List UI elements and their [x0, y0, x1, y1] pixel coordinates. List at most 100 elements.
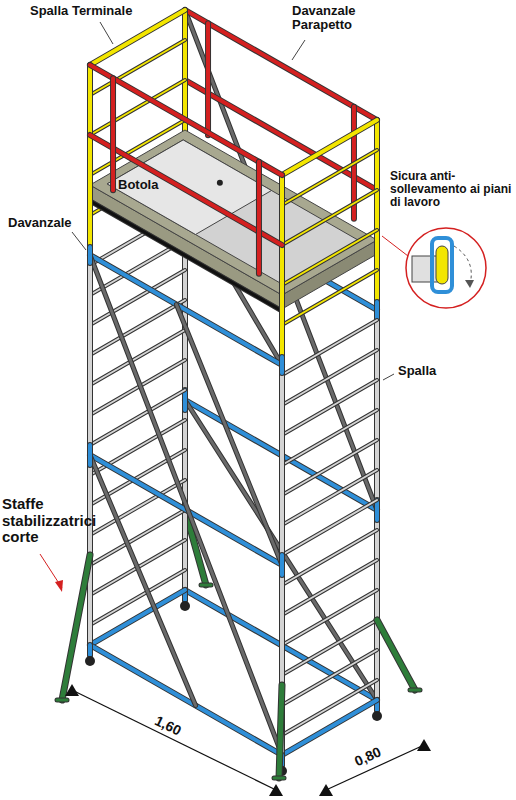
frame-post-upper: [88, 65, 92, 255]
castor-wheel: [180, 601, 190, 611]
frame-rung-edge: [282, 530, 377, 585]
frame-rung: [282, 320, 377, 375]
diagonal-brace: [176, 305, 282, 566]
post-joint-edge: [87, 247, 93, 263]
frame-rung: [282, 500, 377, 555]
post-joint: [375, 302, 379, 318]
stabiliser-leg-edge: [377, 620, 415, 690]
anti-lift-clip: [432, 238, 452, 292]
end-frame-base: [90, 590, 185, 645]
post-joint: [88, 247, 92, 263]
diagonal-brace-edge: [176, 305, 282, 566]
stabiliser-foot: [57, 699, 67, 702]
dimension-arrowhead: [269, 784, 283, 796]
guard-rail-post-edge: [256, 162, 262, 274]
leader-line: [382, 236, 408, 256]
post-joint-edge: [279, 555, 285, 575]
stabiliser-leg-edge: [62, 555, 90, 700]
castor-wheel: [85, 656, 95, 666]
end-frame-top: [282, 120, 377, 175]
post-joint: [88, 445, 92, 465]
stabiliser-leg: [62, 555, 90, 700]
frame-rung-edge: [282, 380, 377, 435]
end-frame-base-edge: [90, 590, 185, 645]
frame-rung: [282, 590, 377, 645]
inset-tube: [412, 256, 438, 282]
stabiliser-foot-edge: [57, 698, 67, 703]
frame-rung-upper-edge: [282, 150, 377, 205]
guard-rail: [90, 135, 282, 245]
dimension-line: [326, 745, 424, 790]
latch-motion-arrow: [465, 280, 474, 288]
frame-rung: [90, 300, 185, 355]
part-label: Spalla Terminale: [30, 4, 160, 18]
stabiliser-foot-edge: [410, 688, 420, 693]
leader-line: [383, 374, 394, 380]
frame-rung-edge: [282, 410, 377, 465]
part-label: Davanzale: [8, 216, 98, 230]
castor-wheel: [372, 711, 382, 721]
stabiliser-foot-edge: [201, 583, 211, 588]
frame-rung: [90, 450, 185, 505]
guard-rail-post-edge: [205, 23, 211, 135]
end-frame-top-edge: [90, 10, 185, 65]
end-frame-top-edge: [282, 120, 377, 175]
leader-line: [292, 40, 305, 60]
frame-post-upper-edge: [87, 65, 93, 255]
dimension-label: 1,60: [152, 713, 183, 739]
frame-rung: [282, 470, 377, 525]
frame-rung-edge: [282, 560, 377, 615]
part-label: Botola: [118, 178, 188, 192]
frame-post: [88, 255, 92, 655]
post-joint-edge: [279, 357, 285, 373]
frame-rung: [282, 440, 377, 495]
trapdoor-hole: [217, 180, 223, 186]
post-joint-edge: [374, 302, 380, 318]
latch-motion: [454, 246, 471, 284]
leader-line: [100, 22, 113, 44]
frame-post-upper: [280, 175, 284, 365]
frame-rung-edge: [282, 650, 377, 705]
part-label: Spalla: [398, 364, 468, 378]
ledger-bar: [90, 645, 282, 755]
frame-rung-edge: [90, 450, 185, 505]
post-joint: [280, 555, 284, 575]
frame-rung: [90, 390, 185, 445]
end-frame-base-edge: [282, 700, 377, 755]
stabiliser-leg: [377, 620, 415, 690]
frame-rung-edge: [282, 470, 377, 525]
frame-rung-edge: [90, 510, 185, 565]
part-label: Staffe stabilizzatrici corte: [2, 496, 114, 546]
frame-rung: [282, 560, 377, 615]
dimension-arrowhead: [65, 684, 79, 696]
stabiliser-foot: [201, 584, 211, 587]
diagonal-brace-edge: [90, 255, 282, 755]
dimension-arrowhead: [417, 739, 431, 751]
frame-rung: [282, 620, 377, 675]
dimension-line: [72, 690, 276, 790]
frame-rung-upper-edge: [90, 40, 185, 95]
guard-rail-post-edge: [110, 78, 116, 190]
frame-rung: [282, 380, 377, 435]
guard-rail-post: [206, 23, 210, 135]
frame-rung-edge: [90, 300, 185, 355]
guard-rail-post: [257, 162, 261, 274]
anti-lift-latch: [436, 246, 448, 284]
frame-rung: [282, 650, 377, 705]
frame-rung-edge: [90, 360, 185, 415]
frame-rung: [282, 410, 377, 465]
diagonal-brace-edge: [90, 455, 196, 706]
frame-rung-edge: [282, 440, 377, 495]
frame-rung: [90, 360, 185, 415]
stabiliser-leg: [279, 685, 282, 778]
guard-rail: [90, 65, 282, 175]
frame-rung: [282, 530, 377, 585]
part-label: Sicura anti-sollevamento ai piani di lav…: [390, 170, 514, 210]
post-joint-edge: [87, 645, 93, 655]
frame-rung-upper: [282, 150, 377, 205]
ledger-bar-edge: [90, 255, 282, 365]
end-frame-base: [282, 700, 377, 755]
frame-rung-edge: [282, 590, 377, 645]
frame-rung: [90, 510, 185, 565]
